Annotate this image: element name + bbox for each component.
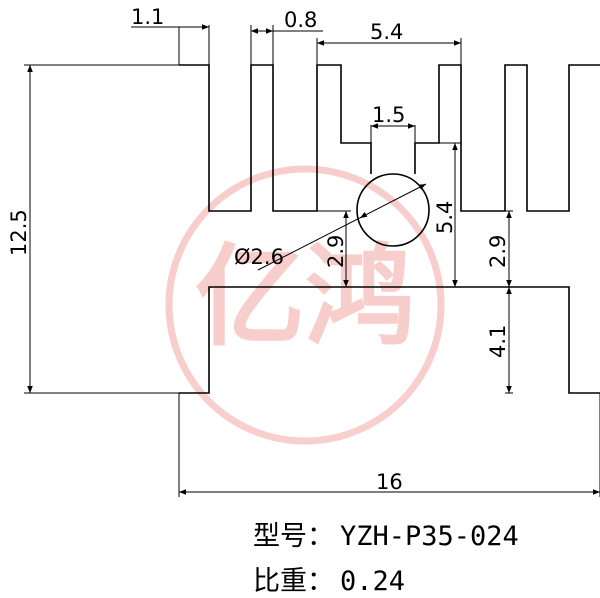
weight-value: 0.24	[340, 566, 406, 597]
dim-fin-width: 1.1	[131, 5, 164, 29]
dim-neck-width: 1.5	[372, 103, 405, 127]
watermark-logo: 亿鸿	[165, 165, 445, 445]
watermark-text: 亿鸿	[195, 233, 415, 361]
dim-fin-gap: 0.8	[284, 8, 317, 32]
dim-line-hole-diameter-back	[359, 211, 368, 219]
dim-fin-depth-right: 2.9	[486, 235, 510, 268]
model-caption: 型号：YZH-P35-024	[253, 514, 519, 553]
dim-line-hole-diameter	[257, 183, 427, 271]
dimension-lines	[27, 24, 600, 495]
dim-fin-depth-left: 2.9	[324, 235, 348, 268]
dim-slot-depth: 5.4	[433, 201, 457, 234]
weight-caption: 比重：0.24	[253, 559, 405, 598]
heatsink-profile-lower	[179, 286, 600, 394]
weight-label: 比重：	[253, 566, 334, 597]
dim-slot-width: 5.4	[370, 20, 403, 44]
dim-leg-height: 4.1	[486, 325, 510, 358]
hole-circle	[356, 173, 430, 247]
dim-overall-height: 12.5	[7, 209, 31, 256]
model-label: 型号：	[253, 521, 334, 552]
heatsink-profile	[179, 64, 600, 212]
dim-hole-diameter: Ø2.6	[234, 245, 284, 269]
dim-overall-width: 16	[376, 470, 403, 494]
model-value: YZH-P35-024	[340, 521, 519, 552]
watermark-ring	[165, 165, 445, 445]
